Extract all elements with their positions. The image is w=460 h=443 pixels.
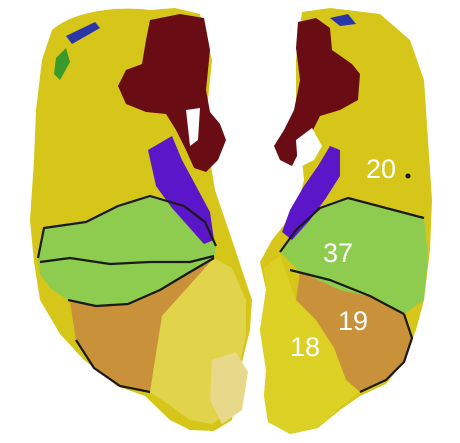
label-20-dot xyxy=(406,174,411,179)
label-area-18: 18 xyxy=(290,332,320,362)
label-area-20: 20 xyxy=(366,154,396,184)
right-hemisphere xyxy=(260,8,432,434)
left-hemisphere xyxy=(30,8,252,431)
label-area-37: 37 xyxy=(323,238,353,268)
label-area-19: 19 xyxy=(338,306,368,336)
